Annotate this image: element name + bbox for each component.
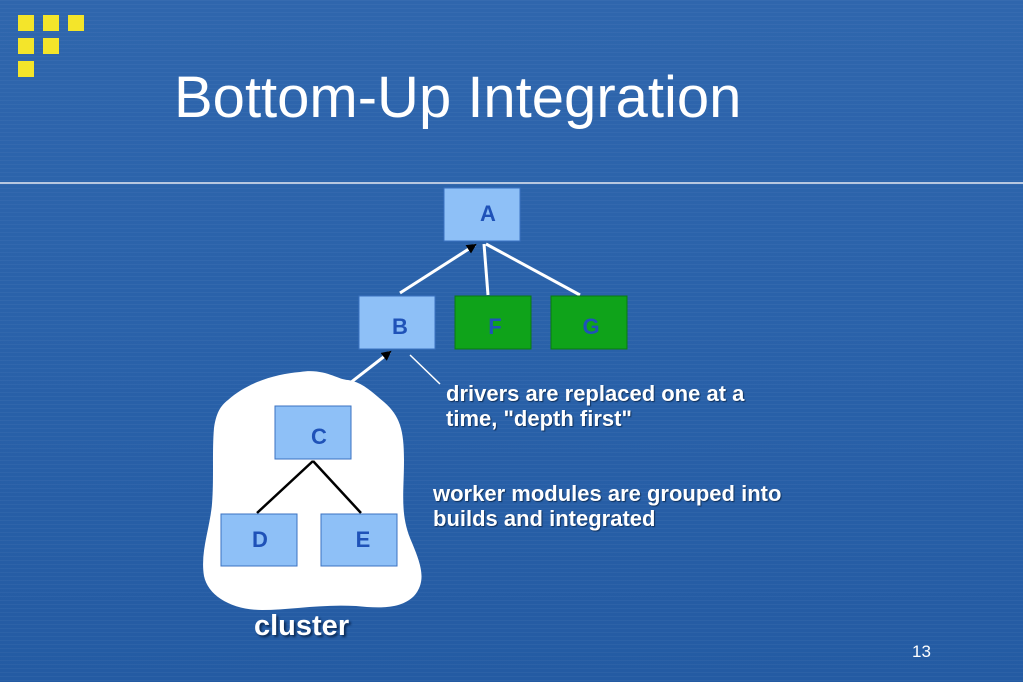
edge-g-to-a — [485, 242, 581, 297]
page-number: 13 — [912, 642, 931, 661]
node-d-label: D — [252, 527, 268, 552]
title-divider — [0, 182, 1023, 184]
drivers-note: drivers are replaced one at a time, "dep… — [446, 381, 744, 431]
drivers-note-line-2: time, "depth first" — [446, 406, 632, 431]
drivers-note-line-1: drivers are replaced one at a — [446, 381, 745, 406]
node-e: E — [320, 513, 398, 567]
node-c: C — [274, 405, 352, 460]
node-b: B — [358, 295, 436, 350]
workers-note-line-1: worker modules are grouped into — [433, 481, 782, 506]
edge-c-to-e — [312, 460, 362, 514]
edge-f-to-a — [482, 243, 490, 296]
node-g-label: G — [582, 314, 599, 339]
node-e-label: E — [356, 527, 371, 552]
node-c-label: C — [311, 424, 327, 449]
node-a-label: A — [480, 201, 496, 226]
node-a: A — [443, 187, 521, 242]
node-d: D — [220, 513, 298, 567]
slide-title: Bottom-Up Integration — [174, 65, 742, 130]
node-b-label: B — [392, 314, 408, 339]
node-g: G — [550, 295, 628, 350]
workers-note: worker modules are grouped into builds a… — [433, 481, 781, 531]
edge-c-to-d — [256, 460, 314, 514]
node-f: F — [454, 295, 532, 350]
edge-cluster-to-b — [349, 350, 392, 385]
node-f-label: F — [488, 314, 501, 339]
callout-leader — [409, 354, 441, 385]
cluster-label: cluster — [254, 610, 350, 642]
workers-note-line-2: builds and integrated — [433, 506, 656, 531]
edge-b-to-a — [399, 243, 477, 295]
